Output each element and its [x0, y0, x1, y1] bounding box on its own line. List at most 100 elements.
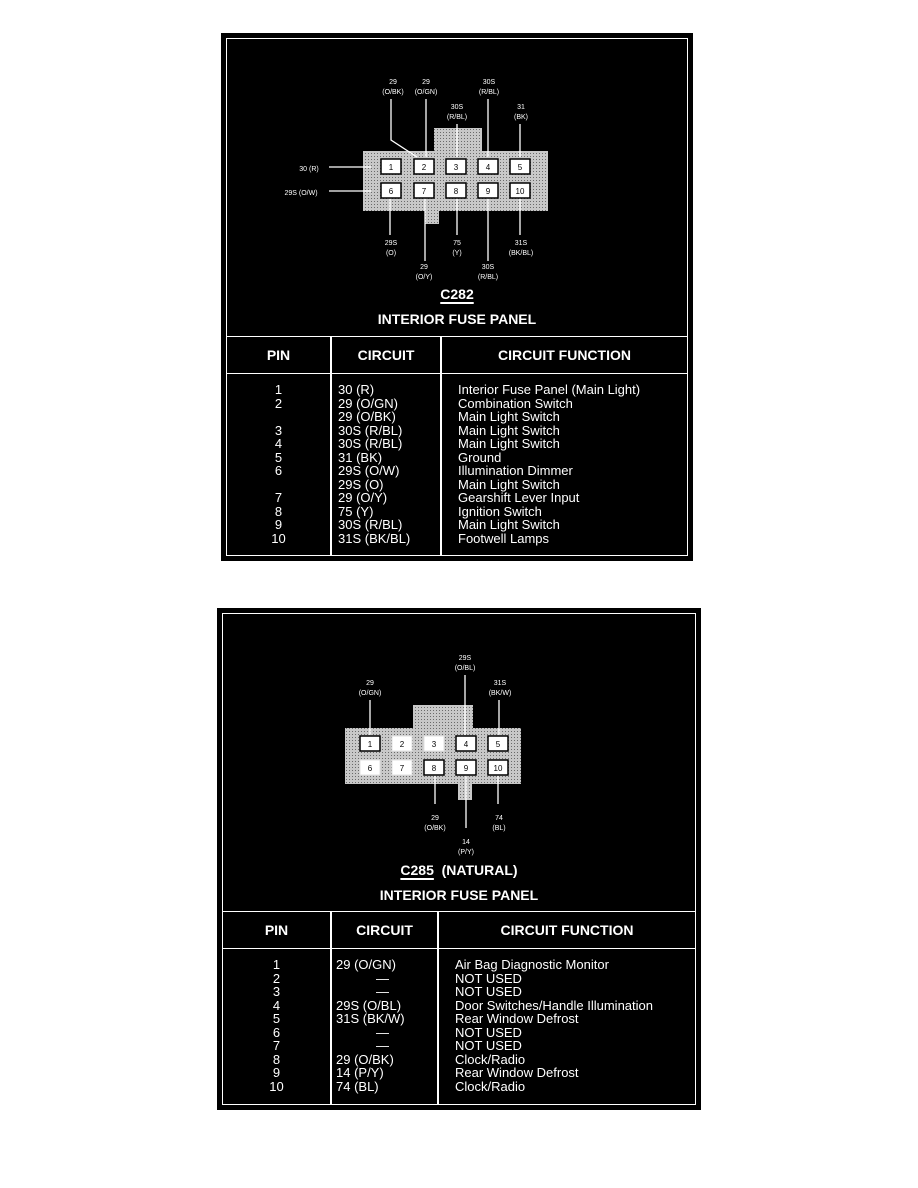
c285-connector-id-text: C285 [400, 862, 434, 878]
table-cell: 30S (R/BL) [338, 436, 403, 451]
table-cell: — [376, 984, 389, 999]
table-cell: Ignition Switch [458, 503, 542, 519]
table-cell: 29 (O/Y) [338, 490, 388, 505]
c282-pin-3: 3 [454, 163, 459, 172]
table-cell: Clock/Radio [455, 1051, 526, 1067]
c282-connector-title: INTERIOR FUSE PANEL [377, 311, 537, 327]
table-cell: 4 [274, 436, 283, 451]
table-cell: NOT USED [455, 970, 522, 986]
c282-pin-1: 1 [389, 163, 394, 172]
table-cell: Air Bag Diagnostic Monitor [455, 957, 609, 972]
table-cell: Combination Switch [458, 395, 573, 411]
table-cell: 31S (BK/W) [336, 1011, 405, 1026]
c282-wire-label: (BK) [514, 114, 528, 121]
c285-wire-label: (P/Y) [458, 849, 474, 856]
c282-wire-label: 30S [482, 264, 495, 271]
table-cell: 3 [274, 422, 283, 438]
table-cell: Main Light Switch [458, 422, 560, 438]
table-cell: 31 (BK) [338, 449, 383, 465]
table-cell: 4 [272, 997, 281, 1013]
table-cell: 6 [272, 1024, 281, 1040]
table-cell: Rear Window Defrost [455, 1011, 579, 1026]
table-cell: 10 [269, 1078, 284, 1094]
c285-pin-table: PIN CIRCUIT CIRCUIT FUNCTION 1 2 3 4 5 6… [222, 911, 696, 1105]
c285-wire-label: (BK/W) [489, 690, 512, 697]
c285-wire-label: 31S [494, 680, 507, 687]
c282-table-divider [440, 337, 442, 555]
c285-pin-10: 10 [494, 764, 503, 773]
table-cell: Gearshift Lever Input [458, 490, 580, 505]
table-cell: 29 (O/BK) [336, 1051, 394, 1067]
c282-key-top [434, 128, 482, 152]
c285-key-bottom [458, 783, 472, 800]
c282-key-bottom [425, 210, 439, 224]
c282-wire-label: 29 [420, 264, 428, 271]
c282-pin-2: 2 [422, 163, 427, 172]
c285-wire-label: 14 [462, 839, 470, 846]
c282-wire-label: 31S [515, 240, 528, 247]
table-cell: 8 [274, 503, 283, 519]
table-cell: 30S (R/BL) [338, 517, 403, 532]
c285-header-pin: PIN [264, 922, 289, 938]
table-cell: 75 (Y) [338, 503, 374, 519]
c285-circuit-column: 29 (O/GN) — — 29S (O/BL) 31S (BK/W) — — … [336, 958, 436, 1093]
c285-wire-label: (O/BK) [424, 825, 445, 832]
c282-wire-leads [329, 99, 521, 261]
table-cell: 29 (O/BK) [338, 409, 396, 424]
c285-connector-title: INTERIOR FUSE PANEL [379, 887, 539, 903]
table-cell: 10 [271, 530, 286, 546]
c282-connector-id: C282 [221, 286, 693, 302]
c285-header-function: CIRCUIT FUNCTION [500, 922, 634, 938]
c282-wire-label: (BK/BL) [509, 250, 534, 257]
c282-pin-6: 6 [389, 187, 394, 196]
table-cell: 29 (O/GN) [338, 395, 398, 411]
table-cell: — [376, 1038, 389, 1053]
c282-pin-7: 7 [422, 187, 427, 196]
c282-header-pin: PIN [266, 347, 291, 363]
c282-pin-table: PIN CIRCUIT CIRCUIT FUNCTION 1 2 3 4 5 6… [226, 336, 688, 556]
table-cell: 5 [274, 449, 283, 465]
c282-pin-4: 4 [486, 163, 491, 172]
c285-function-column: Air Bag Diagnostic Monitor NOT USED NOT … [455, 958, 653, 1093]
table-cell: 2 [274, 395, 283, 411]
c282-connector-diagram: 1 2 3 4 5 6 7 8 9 10 29 (O/BK) 29 (O/GN)… [284, 79, 548, 281]
table-cell: 3 [272, 984, 281, 999]
c282-table-header-row [227, 337, 687, 374]
table-cell: 1 [272, 957, 281, 972]
c285-table-divider [437, 912, 439, 1104]
c285-pin-2: 2 [400, 740, 405, 749]
c285-wire-label: (O/GN) [359, 690, 382, 697]
table-cell: 1 [274, 382, 283, 397]
c282-pin-10: 10 [516, 187, 525, 196]
c285-pin-numbers: 1 2 3 4 5 6 7 8 9 10 [368, 740, 503, 773]
table-cell: NOT USED [455, 984, 522, 999]
c282-table-divider [330, 337, 332, 555]
c285-wire-label: (BL) [492, 825, 505, 832]
table-cell: Rear Window Defrost [455, 1065, 579, 1080]
table-cell: 14 (P/Y) [336, 1065, 384, 1080]
c285-pin-9: 9 [464, 764, 469, 773]
c282-header-function: CIRCUIT FUNCTION [498, 347, 631, 363]
c282-wire-label: 29S (O/W) [284, 190, 317, 197]
table-cell: Main Light Switch [458, 476, 560, 492]
c285-key-top [413, 705, 473, 729]
table-cell: 8 [272, 1051, 281, 1067]
table-cell: 6 [274, 463, 283, 478]
c282-wire-label: 30 (R) [299, 166, 318, 173]
c285-wire-leads [369, 675, 500, 828]
c285-pin-3: 3 [432, 740, 437, 749]
c282-pin-8: 8 [454, 187, 459, 196]
c285-table-header-row [223, 912, 695, 949]
c282-wire-label: 31 [517, 104, 525, 111]
c285-connector-id: C285 (NATURAL) [217, 862, 701, 878]
table-cell: — [376, 1024, 389, 1040]
c285-connector-diagram: 1 2 3 4 5 6 7 8 9 10 29S (O/BL) 29 (O/GN… [345, 655, 521, 856]
c282-connector-id-text: C282 [440, 286, 474, 302]
c282-pin-boxes [380, 158, 531, 199]
c285-wire-label: 29S [459, 655, 472, 662]
c282-wire-label: 30S [483, 79, 496, 86]
c282-wire-label: (R/BL) [447, 114, 467, 121]
c285-pin-5: 5 [496, 740, 501, 749]
c285-pin-7: 7 [400, 764, 405, 773]
table-cell: Illumination Dimmer [458, 463, 573, 478]
